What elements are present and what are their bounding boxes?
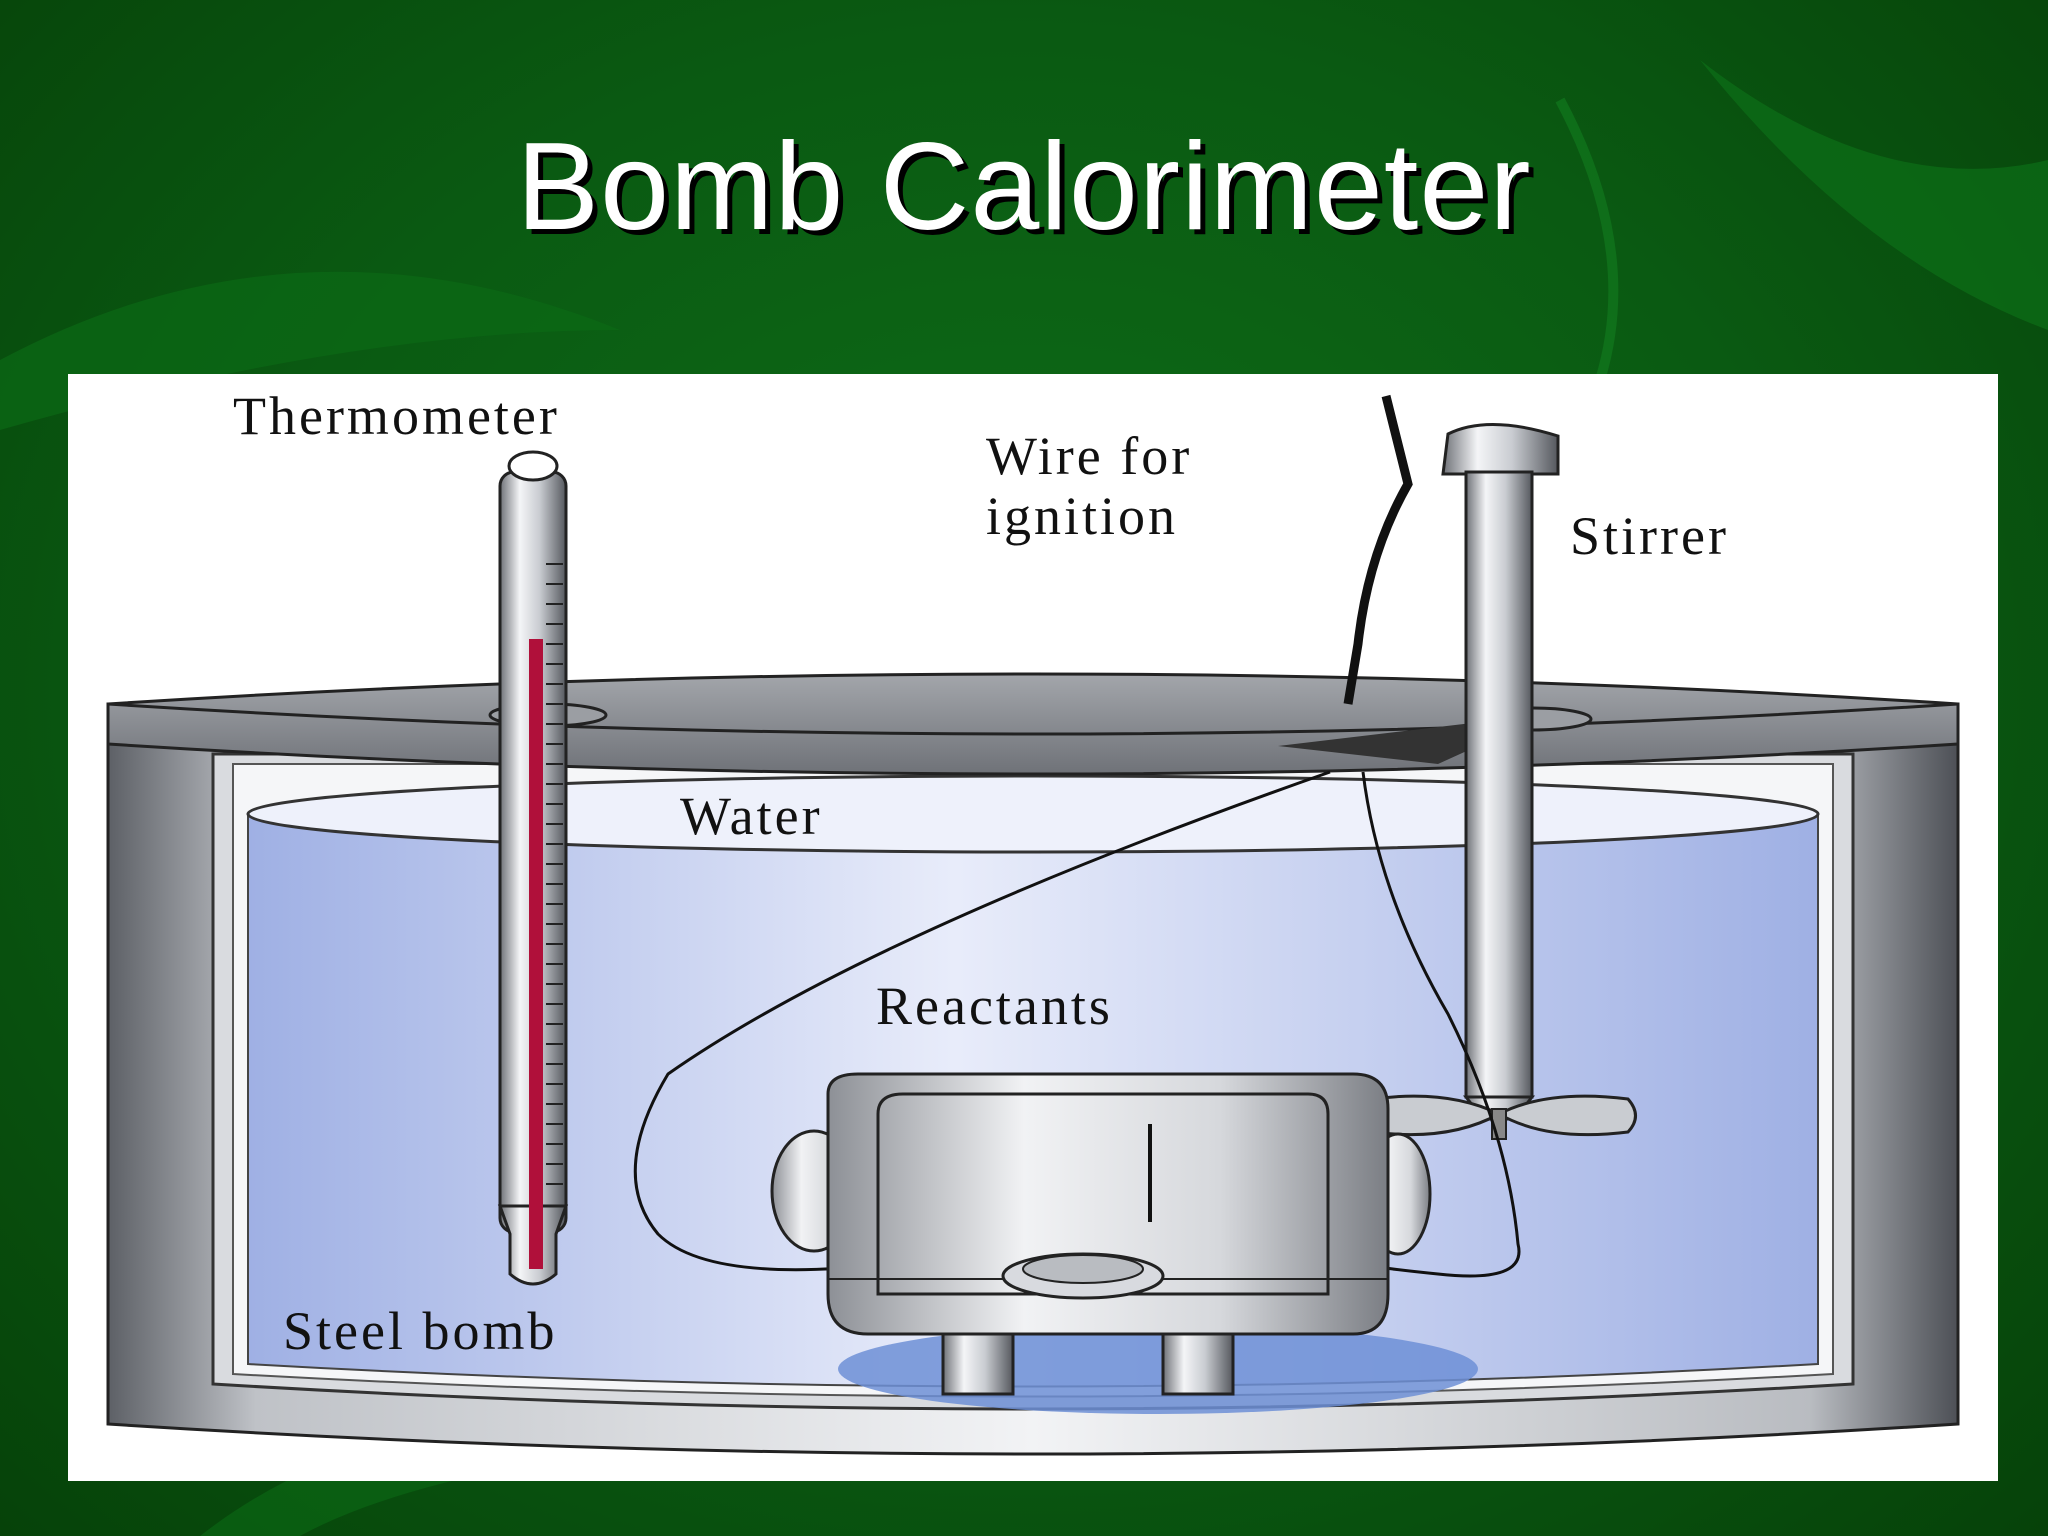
slide-title: Bomb Calorimeter: [516, 118, 1532, 256]
calorimeter-illustration: Thermometer Wire for ignition Stirrer Wa…: [106, 386, 1960, 1456]
label-thermometer: Thermometer: [233, 386, 560, 446]
steel-bomb: [770, 1072, 1432, 1396]
water-surface: [246, 774, 1820, 854]
stirrer: [1364, 422, 1637, 1140]
label-reactants: Reactants: [876, 976, 1113, 1036]
thermometer: [488, 450, 608, 1286]
calorimeter-diagram: Thermometer Wire for ignition Stirrer Wa…: [68, 374, 1998, 1481]
label-water: Water: [680, 786, 823, 846]
label-stirrer: Stirrer: [1570, 506, 1729, 566]
label-wire-line1: Wire for: [986, 426, 1192, 486]
label-wire-line2: ignition: [986, 486, 1178, 546]
ignition-wire: [1343, 394, 1413, 705]
label-steel-bomb: Steel bomb: [283, 1301, 557, 1361]
lid: [106, 672, 1960, 776]
